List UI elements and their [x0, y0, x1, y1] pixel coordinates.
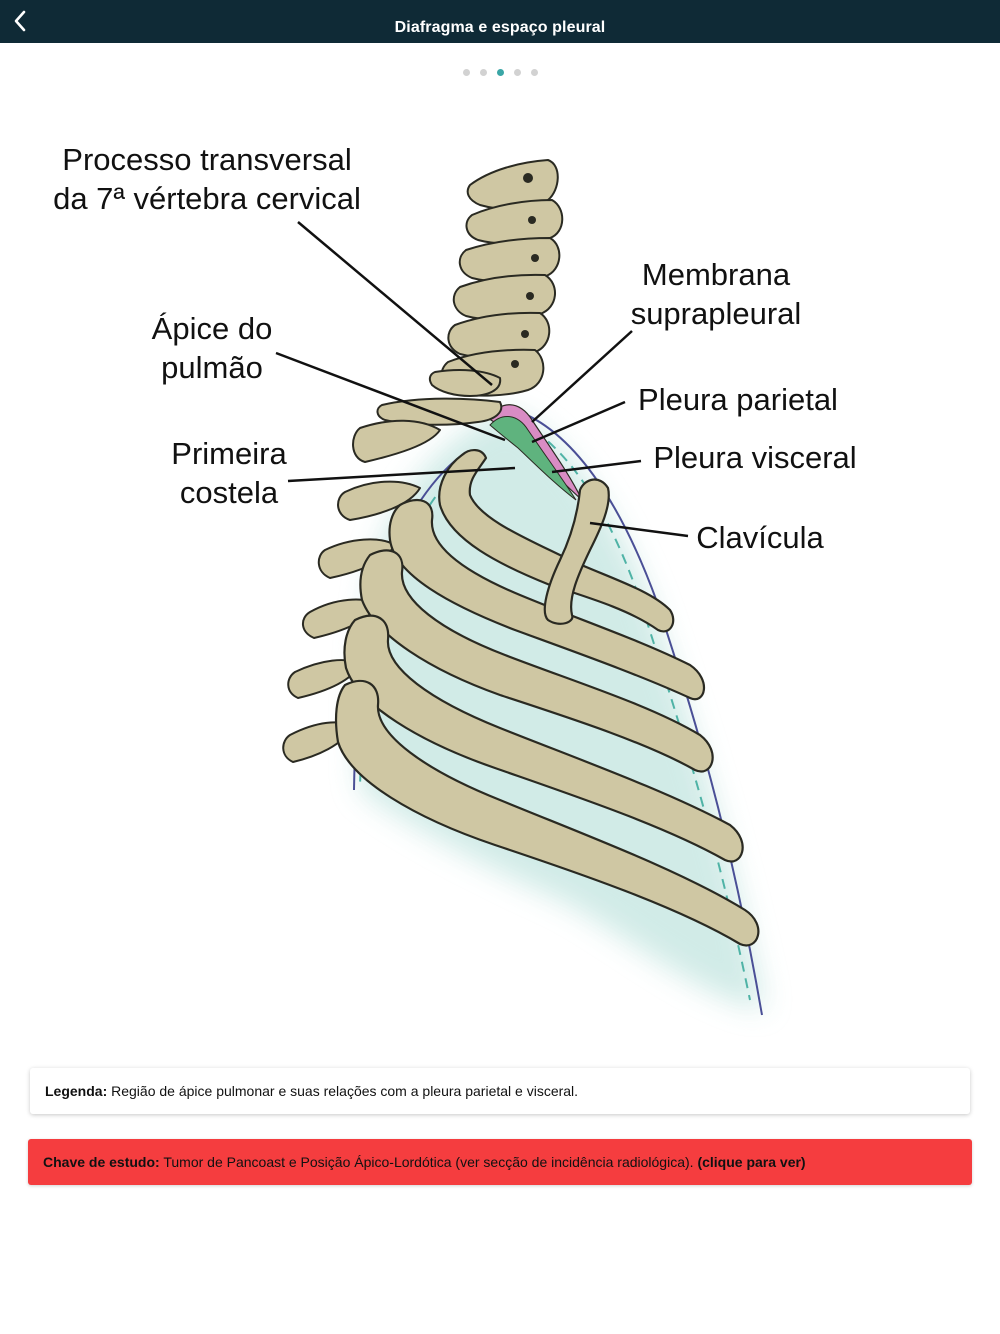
study-key-banner[interactable]: Chave de estudo: Tumor de Pancoast e Pos…	[28, 1139, 972, 1185]
label-primeira-costela-1: Primeira	[171, 436, 287, 471]
leader-lines	[275, 221, 689, 538]
label-apice-2: pulmão	[161, 350, 263, 385]
label-pleura-parietal: Pleura parietal	[638, 382, 838, 417]
top-bar: Diafragma e espaço pleural	[0, 0, 1000, 43]
page-dot-3[interactable]	[496, 69, 504, 76]
first-rib-shape	[438, 449, 675, 633]
legend-text: Região de ápice pulmonar e suas relações…	[111, 1083, 579, 1099]
page-title: Diafragma e espaço pleural	[394, 19, 606, 36]
back-button[interactable]	[4, 4, 38, 38]
clavicle-shape	[543, 478, 610, 625]
chevron-left-icon	[14, 10, 26, 32]
label-membrana-1: Membrana	[642, 257, 791, 292]
page-dot-2[interactable]	[479, 69, 487, 76]
label-apice-1: Ápice do	[152, 311, 273, 346]
label-processo-transversal-2: da 7ª vértebra cervical	[53, 181, 361, 216]
spine-vertebrae	[376, 159, 564, 426]
page-dot-4[interactable]	[513, 69, 521, 76]
study-key-label: Chave de estudo:	[43, 1154, 160, 1170]
page-indicator	[0, 69, 1000, 76]
legend-card: Legenda: Região de ápice pulmonar e suas…	[30, 1068, 970, 1114]
pleura-visceral-shape	[489, 416, 577, 501]
label-pleura-visceral: Pleura visceral	[653, 440, 856, 475]
page-dot-5[interactable]	[530, 69, 538, 76]
study-key-text: Tumor de Pancoast e Posição Ápico-Lordót…	[163, 1154, 694, 1170]
legend-label: Legenda:	[45, 1083, 108, 1099]
label-processo-transversal-1: Processo transversal	[62, 142, 351, 177]
page-dot-1[interactable]	[462, 69, 470, 76]
label-primeira-costela-2: costela	[180, 475, 279, 510]
label-membrana-2: suprapleural	[631, 296, 802, 331]
ribs	[334, 449, 760, 947]
study-key-link[interactable]: (clique para ver)	[697, 1154, 806, 1170]
anatomy-illustration: Processo transversal da 7ª vértebra cerv…	[53, 142, 857, 1016]
label-clavicula: Clavícula	[696, 520, 824, 555]
